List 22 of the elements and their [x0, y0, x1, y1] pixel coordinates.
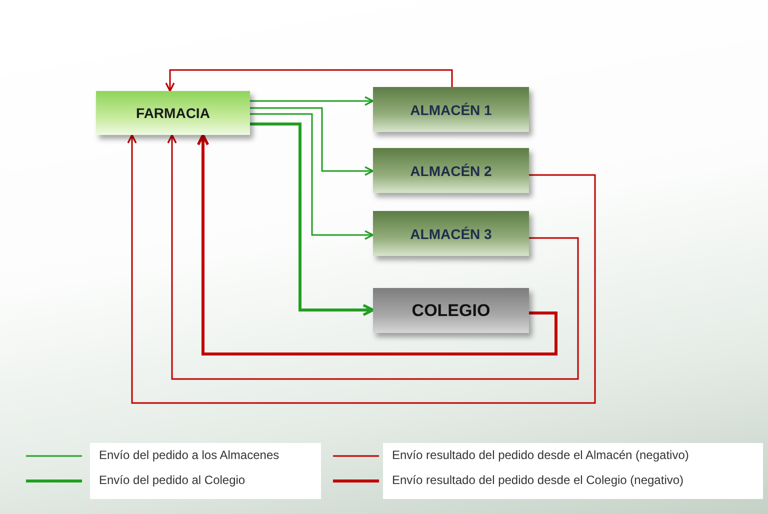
- arrow: [250, 113, 374, 240]
- node-label: ALMACÉN 1: [410, 102, 492, 118]
- process-box: [373, 87, 529, 132]
- arrow: [250, 96, 374, 106]
- process-box: [373, 288, 529, 333]
- legend-text: Envío resultado del pedido desde el Colegio (negativo): [392, 473, 684, 487]
- process-box: [96, 91, 250, 135]
- arrow: [127, 134, 596, 404]
- node-label: ALMACÉN 2: [410, 162, 492, 178]
- process-box: [373, 148, 529, 193]
- legend-text: Envío del pedido a los Almacenes: [99, 448, 280, 462]
- arrow: [196, 134, 558, 356]
- arrow: [250, 107, 374, 176]
- arrow: [165, 69, 453, 92]
- legend-text: Envío del pedido al Colegio: [99, 473, 246, 487]
- process-box: [373, 211, 529, 256]
- legend-text: Envío resultado del pedido desde el Almacén (negativo): [392, 448, 689, 462]
- node-label: COLEGIO: [412, 300, 490, 320]
- arrow: [167, 134, 579, 380]
- arrow: [250, 122, 374, 316]
- node-label: FARMACIA: [136, 105, 210, 121]
- node-label: ALMACÉN 3: [410, 226, 492, 242]
